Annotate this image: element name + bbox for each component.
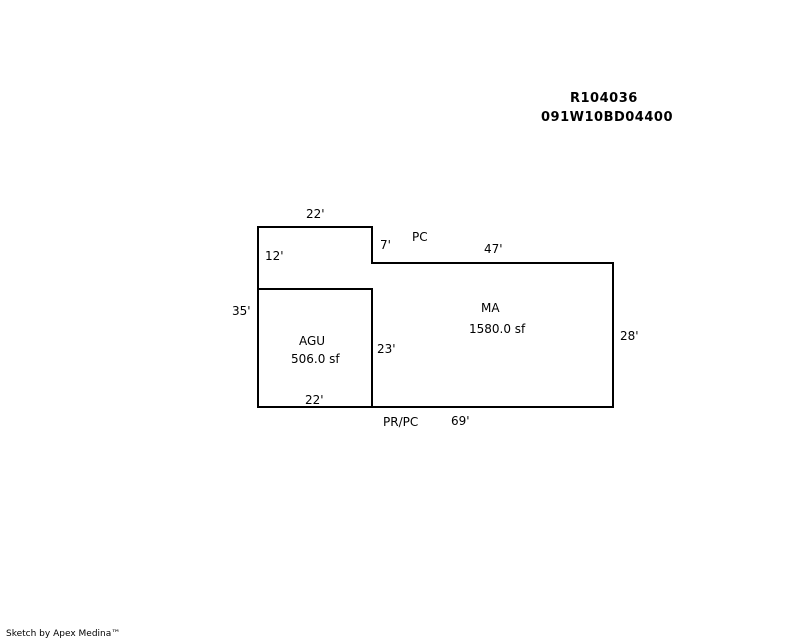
agu-code: AGU [299, 334, 326, 348]
dim-left-total-height: 35' [232, 304, 251, 318]
ma-code: MA [481, 301, 500, 315]
agu-area: 506.0 sf [291, 352, 340, 366]
dim-left-upper-height: 12' [265, 249, 284, 263]
dim-bottom-total-width: 69' [451, 414, 470, 428]
label-pr-pc: PR/PC [383, 415, 419, 429]
dim-ma-right-height: 28' [620, 329, 639, 343]
dim-step-height: 7' [380, 238, 391, 252]
dim-agu-right-height: 23' [377, 342, 396, 356]
ma-area: 1580.0 sf [469, 322, 526, 336]
account-number: R104036 [570, 91, 638, 106]
dim-agu-bottom-width: 22' [305, 393, 324, 407]
outer-outline [257, 226, 614, 408]
dim-ma-top-width: 47' [484, 242, 503, 256]
map-tax-lot: 091W10BD04400 [541, 110, 673, 125]
label-pc: PC [412, 230, 428, 244]
dim-top-left-width: 22' [306, 207, 325, 221]
sketch-credit: Sketch by Apex Medina™ [6, 629, 121, 639]
agu-outline [258, 288, 373, 407]
